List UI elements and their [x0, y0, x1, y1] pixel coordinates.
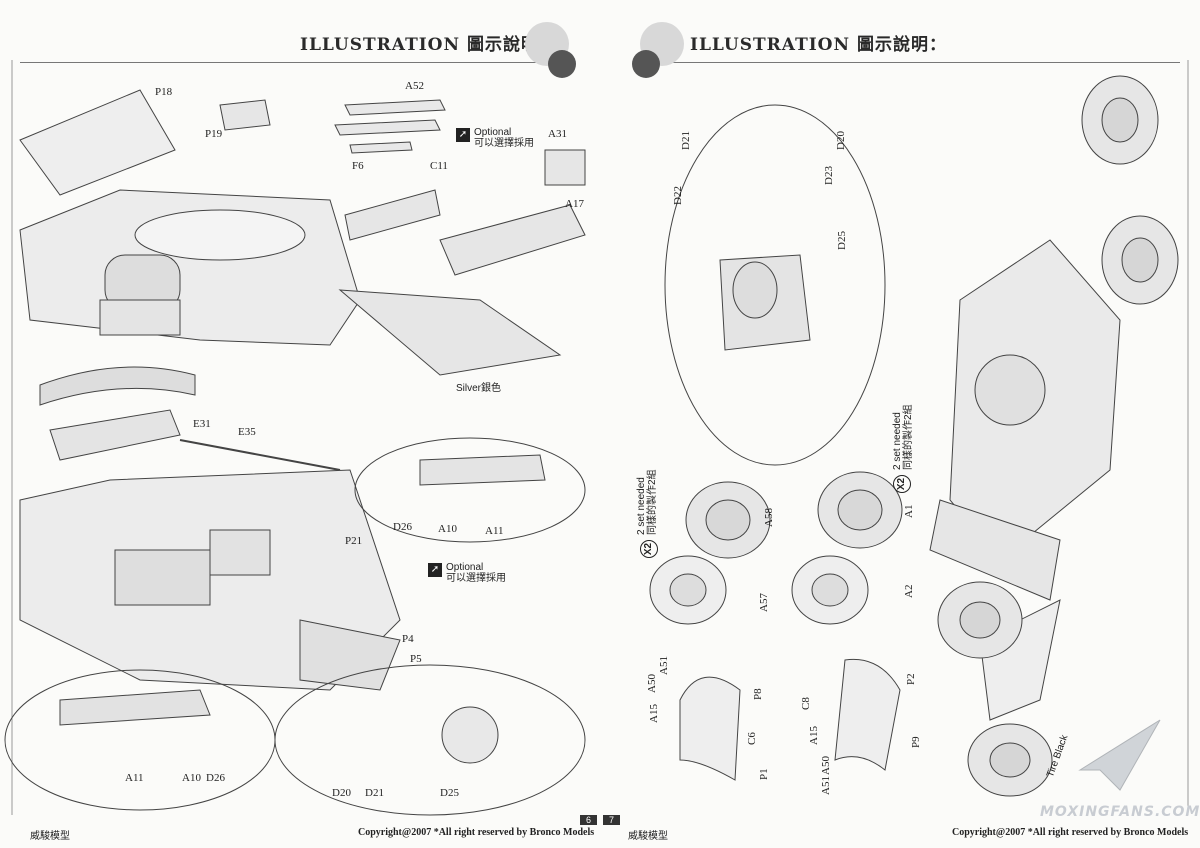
label-D22-right: D22 [672, 186, 684, 205]
page-number-right: 7 [603, 815, 621, 825]
label-C6: C6 [746, 732, 758, 745]
label-E31: E31 [193, 418, 211, 430]
label-A1: A1 [903, 504, 915, 518]
two-set-note-right-en: 2 set needed [892, 412, 903, 470]
footer-left-brand: 威駿模型 [30, 831, 70, 842]
footer-left-copyright: Copyright@2007 *All right reserved by Br… [358, 827, 595, 838]
label-P19: P19 [205, 128, 223, 140]
label-P8: P8 [752, 688, 764, 700]
optional-icon-mid: ➚ [428, 563, 442, 577]
label-A10-circle1: A10 [438, 523, 457, 535]
two-set-note-left: 2 set needed 同樣的製作2組 [636, 469, 658, 535]
label-A11-circle1: A11 [485, 525, 504, 537]
right-header-title: ILLUSTRATION [690, 35, 851, 55]
header-deco-circle-dark-right [632, 50, 660, 78]
label-D25-right: D25 [836, 231, 848, 250]
label-D23-right: D23 [823, 166, 835, 185]
label-A17: A17 [565, 198, 584, 210]
label-P1: P1 [758, 768, 770, 780]
label-P18: P18 [155, 86, 173, 98]
header-rule-left [20, 62, 560, 63]
footer-right-copyright: Copyright@2007 *All right reserved by Br… [952, 827, 1189, 838]
label-A15-bottom: A15 [808, 726, 820, 745]
label-A58: A58 [763, 508, 775, 527]
silver-note: Silver銀色 [456, 383, 502, 394]
label-D20-right: D20 [835, 131, 847, 150]
label-A50-top: A50 [646, 674, 658, 693]
label-D21-right: D21 [680, 131, 692, 150]
label-D26-circle2: D26 [206, 772, 225, 784]
left-header-title: ILLUSTRATION [300, 35, 461, 55]
label-P21: P21 [345, 535, 363, 547]
label-E35: E35 [238, 426, 256, 438]
optional-icon-top: ➚ [456, 128, 470, 142]
label-A10-circle2: A10 [182, 772, 201, 784]
optional-note-mid-zh: 可以選擇採用 [446, 573, 506, 584]
two-set-note-right: 2 set needed 同樣的製作2組 [892, 404, 914, 470]
watermark-text: MOXINGFANS.COM [1040, 804, 1200, 820]
header-rule-right [640, 62, 1180, 63]
two-set-note-left-en: 2 set needed [636, 477, 647, 535]
x2-badge-left: X2 [640, 540, 658, 558]
label-P5: P5 [410, 653, 422, 665]
optional-note-mid: Optional 可以選擇採用 [446, 562, 506, 584]
label-A31: A31 [548, 128, 567, 140]
label-F6: F6 [352, 160, 364, 172]
label-P2: P2 [905, 673, 917, 685]
label-A57: A57 [758, 593, 770, 612]
label-A52: A52 [405, 80, 424, 92]
label-A15-top: A15 [648, 704, 660, 723]
label-P9: P9 [910, 736, 922, 748]
x2-badge-right: X2 [893, 475, 911, 493]
label-D25-circle3: D25 [440, 787, 459, 799]
right-header-subtitle: 圖示說明： [856, 35, 947, 55]
label-D26-circle1: D26 [393, 521, 412, 533]
label-P4: P4 [402, 633, 414, 645]
label-C11: C11 [430, 160, 448, 172]
label-D20-circle3: D20 [332, 787, 351, 799]
optional-note-top-zh: 可以選擇採用 [474, 138, 534, 149]
two-set-note-left-zh: 同樣的製作2組 [647, 469, 658, 535]
label-A2: A2 [903, 584, 915, 598]
optional-note-top: Optional 可以選擇採用 [474, 127, 534, 149]
right-header: ILLUSTRATION 圖示說明： [690, 30, 947, 64]
two-set-note-right-zh: 同樣的製作2組 [903, 404, 914, 470]
label-D21-circle3: D21 [365, 787, 384, 799]
label-C8: C8 [800, 697, 812, 710]
label-A51-bottom: A51 [820, 776, 832, 795]
header-deco-circle-dark-left [548, 50, 576, 78]
label-A11-circle2: A11 [125, 772, 144, 784]
optional-note-top-en: Optional [474, 127, 512, 138]
label-A51-top: A51 [658, 656, 670, 675]
label-A50-bottom: A50 [820, 756, 832, 775]
page-number-left: 6 [580, 815, 598, 825]
optional-note-mid-en: Optional [446, 562, 484, 573]
footer-right-brand: 威駿模型 [628, 831, 668, 842]
